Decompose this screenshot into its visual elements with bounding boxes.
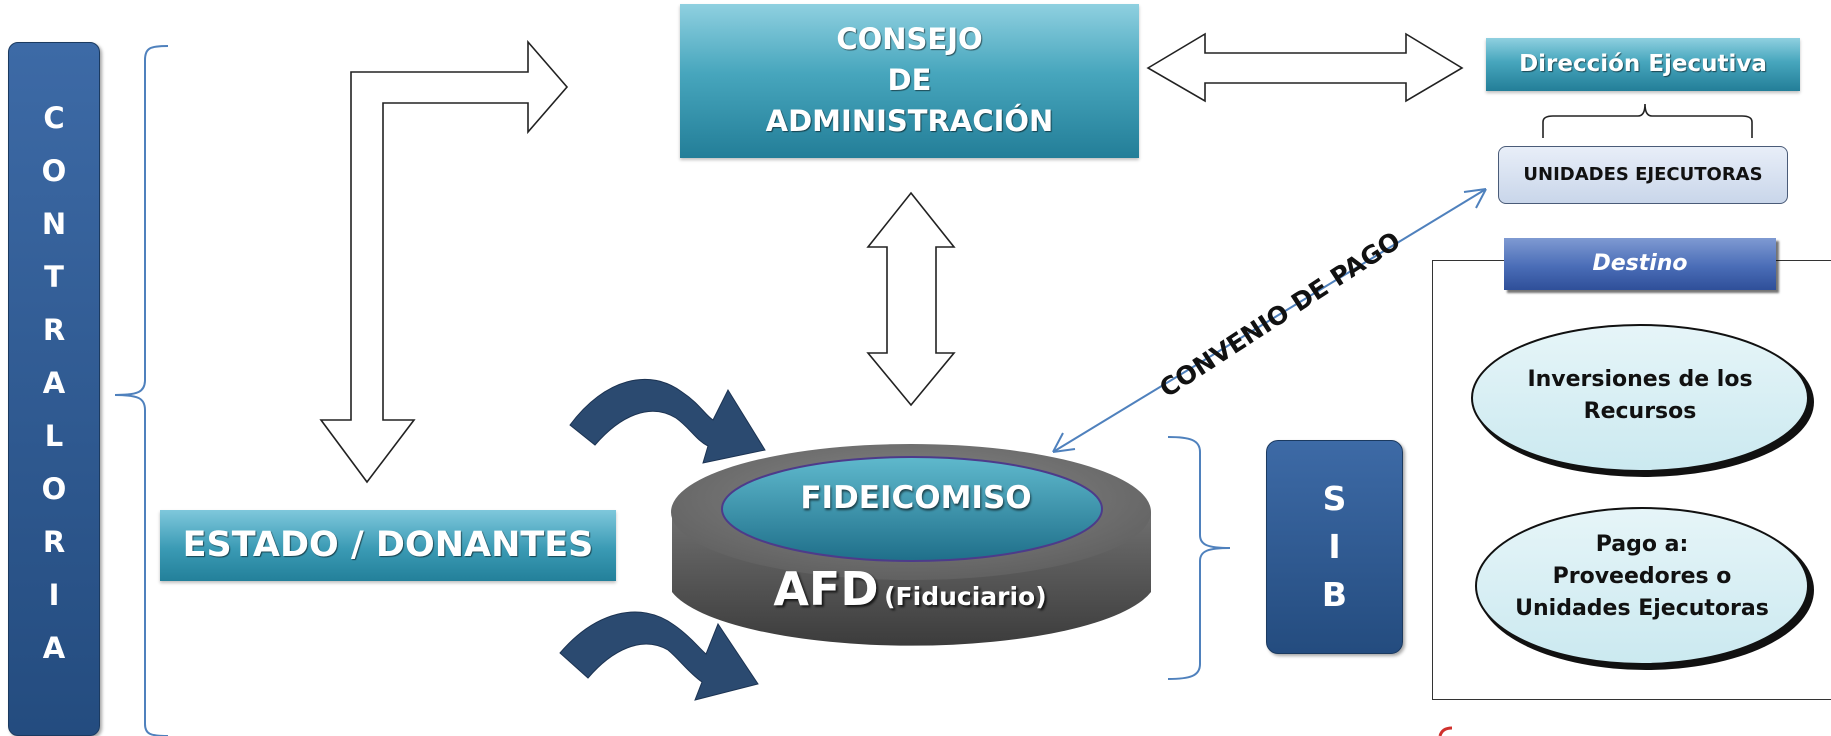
sib-letter: I: [1328, 527, 1341, 566]
direccion-bracket: [1542, 103, 1753, 138]
fiduciario-text: (Fiduciario): [884, 582, 1047, 611]
consejo-fideicomiso-arrow: [866, 191, 956, 407]
contraloria-letter: N: [41, 207, 67, 241]
red-curve-fragment: [1438, 726, 1453, 736]
consejo-box: CONSEJO DE ADMINISTRACIÓN: [680, 4, 1139, 158]
l-shaped-arrow: [319, 39, 569, 484]
contraloria-letter: R: [42, 525, 66, 559]
contraloria-letter: L: [44, 419, 64, 453]
contraloria-letter: O: [41, 154, 67, 188]
pago-line-3: Unidades Ejecutoras: [1515, 596, 1769, 621]
consejo-direccion-arrow: [1146, 32, 1464, 103]
inversiones-line-2: Recursos: [1584, 399, 1697, 424]
contraloria-letter: I: [48, 578, 60, 612]
pago-line-1: Pago a:: [1596, 532, 1689, 557]
contraloria-letter: T: [44, 260, 64, 294]
fideicomiso-top: [721, 456, 1103, 562]
inversiones-line-1: Inversiones de los: [1527, 367, 1752, 392]
contraloria-brace: [114, 45, 169, 736]
contraloria-letter: O: [41, 472, 67, 506]
sib-box: S I B: [1266, 440, 1403, 654]
consejo-line: DE: [887, 63, 932, 97]
destino-tab: Destino: [1504, 238, 1776, 290]
curved-arrow-icon: [559, 611, 759, 701]
sib-letter: B: [1321, 575, 1348, 614]
convenio-arrowhead-top: [1463, 188, 1487, 209]
direccion-ejecutiva-box: Dirección Ejecutiva: [1486, 38, 1800, 91]
estado-donantes-box: ESTADO / DONANTES: [160, 510, 616, 581]
destino-frame: [1432, 260, 1831, 700]
pago-line-2: Proveedores o: [1553, 564, 1732, 589]
inversiones-oval: [1471, 324, 1809, 472]
unidades-ejecutoras-box: UNIDADES EJECUTORAS: [1498, 146, 1788, 204]
curved-arrow-icon: [569, 379, 766, 464]
afd-text: AFD: [773, 562, 879, 616]
sib-brace: [1167, 436, 1231, 680]
sib-letter: S: [1322, 479, 1347, 518]
afd-label: AFD (Fiduciario): [680, 562, 1140, 616]
convenio-line: [1052, 188, 1487, 453]
contraloria-letter: R: [42, 313, 66, 347]
consejo-line: CONSEJO: [836, 22, 983, 56]
convenio-arrowhead-bottom: [1052, 432, 1076, 453]
consejo-line: ADMINISTRACIÓN: [765, 104, 1054, 138]
contraloria-letter: C: [43, 101, 65, 135]
pago-oval: [1475, 507, 1809, 665]
contraloria-letter: A: [42, 366, 66, 400]
contraloria-bar: C O N T R A L O R I A: [8, 42, 100, 736]
contraloria-letter: A: [42, 631, 66, 665]
fideicomiso-label: FIDEICOMISO: [800, 480, 1032, 516]
